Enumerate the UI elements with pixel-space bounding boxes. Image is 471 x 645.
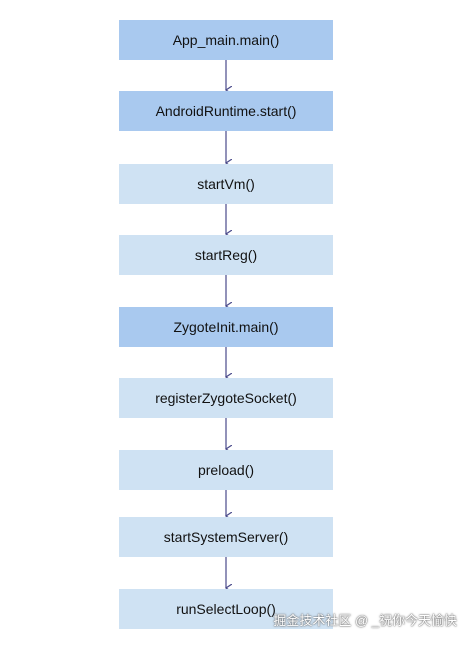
step-app-main: App_main.main() (119, 20, 333, 60)
step-preload: preload() (119, 450, 333, 490)
step-start-vm: startVm() (119, 164, 333, 204)
step-start-system-server: startSystemServer() (119, 517, 333, 557)
step-label: runSelectLoop() (176, 601, 276, 617)
step-label: preload() (197, 462, 255, 478)
step-run-select-loop: runSelectLoop() (119, 589, 333, 629)
step-label: startVm() (197, 176, 255, 192)
step-zygote-init-main: ZygoteInit.main() (119, 307, 333, 347)
step-label: ZygoteInit.main() (173, 319, 279, 335)
step-label: registerZygoteSocket() (155, 390, 297, 406)
step-label: startReg() (194, 247, 258, 263)
step-label: App_main.main() (172, 32, 280, 48)
watermark: 掘金技术社区 @ _祝你今天愉快 (273, 613, 457, 628)
step-label: AndroidRuntime.start() (155, 103, 297, 119)
step-label: startSystemServer() (163, 529, 289, 545)
step-start-reg: startReg() (119, 235, 333, 275)
step-android-runtime-start: AndroidRuntime.start() (119, 91, 333, 131)
step-register-zygote-socket: registerZygoteSocket() (119, 378, 333, 418)
